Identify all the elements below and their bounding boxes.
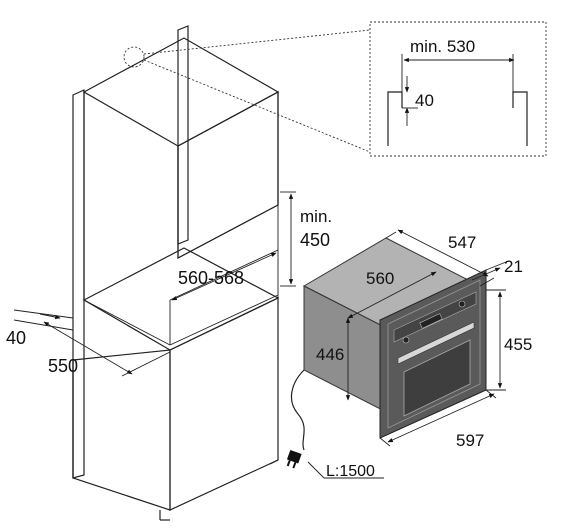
- cabinet-dimensions: min. 450 560-568 40 550: [6, 191, 332, 377]
- label-cable-length: L:1500: [326, 463, 375, 480]
- label-min: min.: [300, 207, 332, 226]
- detail-circle-icon: [123, 46, 145, 68]
- label-oven-455: 455: [504, 335, 532, 354]
- label-depth-550: 550: [48, 356, 78, 376]
- power-cable: L:1500: [286, 369, 384, 480]
- label-left-40: 40: [6, 328, 26, 348]
- label-oven-21: 21: [504, 257, 523, 276]
- label-niche-width: 560-568: [178, 268, 244, 288]
- oven-dimensions: 547 21 560 446 455 597: [316, 229, 532, 450]
- label-min-450: 450: [300, 230, 330, 250]
- label-detail-40: 40: [415, 91, 434, 110]
- tall-cabinet: [72, 25, 280, 521]
- plug-icon: [286, 449, 302, 469]
- built-in-oven: [302, 237, 487, 439]
- label-oven-560: 560: [366, 269, 394, 288]
- label-oven-547: 547: [448, 233, 476, 252]
- label-oven-597: 597: [456, 431, 484, 450]
- label-oven-446: 446: [316, 345, 344, 364]
- detail-inset: min. 530 40: [369, 21, 547, 157]
- label-min-530: min. 530: [410, 37, 475, 56]
